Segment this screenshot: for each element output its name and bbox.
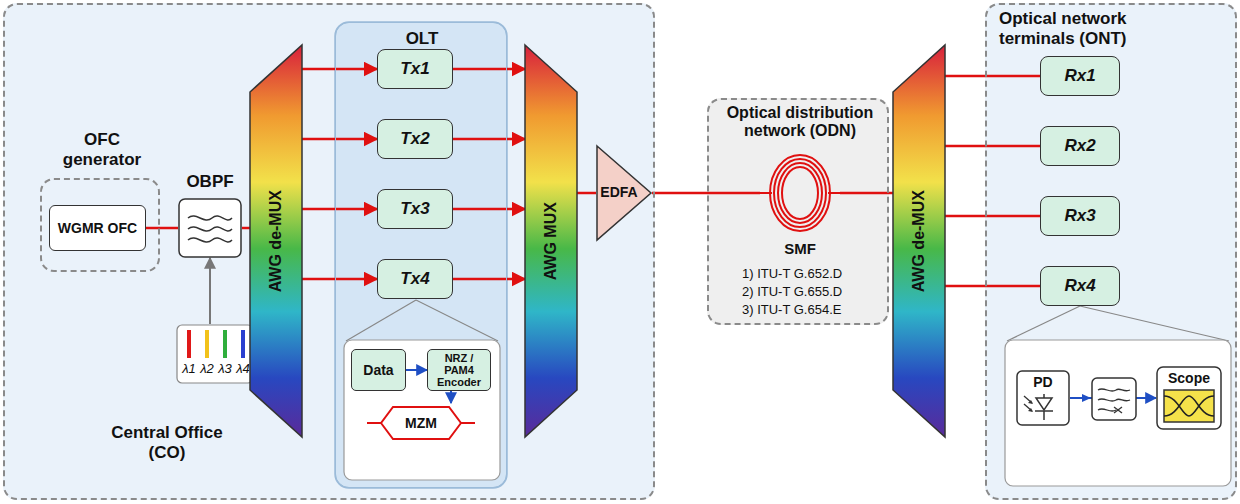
filter-symbol [178,198,242,258]
optical-fiber [453,138,525,141]
optical-fiber [302,68,377,71]
transmitter-box: Tx1 [377,49,453,89]
electrical-connector [406,369,427,371]
node-text: Rx4 [1064,276,1095,296]
node-text: λ1 [180,362,198,377]
lpf-wave [1098,409,1116,411]
node-text: Data [363,362,393,378]
optical-fiber [840,192,893,195]
receiver-box: Rx4 [1040,266,1120,306]
callout-line [1080,306,1229,341]
callout-line [1007,306,1080,341]
data-box: Data [351,349,406,391]
node-text: Rx3 [1064,206,1095,226]
amplifier: EDFA [596,145,652,241]
lpf-wave [1098,389,1130,391]
node-text: Rx2 [1064,136,1095,156]
lpf-stroke [1114,407,1122,413]
node-text: PD [1016,374,1070,390]
optical-fiber [945,75,1040,78]
optical-fiber [242,227,250,230]
transmitter-box: Tx4 [377,259,453,299]
odn-ground [707,98,889,325]
node-text: Tx3 [400,199,429,219]
optical-fiber [652,192,760,195]
receiver-box: Rx1 [1040,56,1120,96]
ofc-generator-group: OFC generatorWGMR OFC [40,178,160,272]
awg-mux: AWG MUX [525,45,577,437]
filter-box: OBPF [178,198,242,258]
lpf-symbol [1092,378,1136,420]
fiber-type-label: 3) ITU-T G.654.E [742,302,841,317]
fiber-type-label: 1) ITU-T G.652.D [742,266,842,281]
node-text: MZM [405,415,437,431]
optical-fiber [453,278,525,281]
laser-source-box: WGMR OFC [49,205,146,251]
awg-demux: AWG de-MUX [893,45,945,437]
node-text: WGMR OFC [58,220,137,236]
wavelength-box: λ1λ2λ3λ4 [176,324,254,384]
fiber-type-label: 2) ITU-T G.655.D [742,284,842,299]
receiver-box: Rx2 [1040,126,1120,166]
node-text: Tx1 [400,59,429,79]
node-text: NRZ / PAM4 Encoder [430,352,488,388]
optical-fiber [209,258,211,324]
node-text: OBPF [170,172,250,192]
fiber-spool: SMF [760,148,840,238]
node-text: Optical distribution network (ODN) [715,104,885,141]
receiver-box: Rx3 [1040,196,1120,236]
optical-fiber [302,278,377,281]
arrow-head [1082,394,1091,402]
olt-ground [335,22,507,488]
central-office-ground [3,3,655,500]
ont-region: Optical network terminals (ONT) Rx1Rx2Rx3… [985,3,1237,500]
node-text: Scope [1156,370,1222,386]
node-text: AWG MUX [542,202,560,280]
optical-fiber [945,145,1040,148]
node-text: SMF [760,240,840,257]
electrical-connector [1070,397,1156,399]
callout-line [346,300,416,341]
node-text: Central Office (CO) [97,423,237,462]
fiber-coil [760,148,840,238]
node-text: AWG de-MUX [267,190,285,292]
optical-fiber [453,208,525,211]
optical-fiber [302,208,377,211]
node-text: AWG de-MUX [910,190,928,292]
central-office-region: Central Office (CO)OFC generatorWGMR OFC… [3,3,655,500]
optical-fiber [302,138,377,141]
modulator: MZM [367,403,475,443]
lpf-wave [1098,399,1130,401]
transmitter-box: Tx3 [377,189,453,229]
optical-fiber [453,68,525,71]
node-text: λ3 [216,362,234,377]
optical-fiber [146,227,178,230]
node-text: Rx1 [1064,66,1095,86]
rx-inset [1005,340,1231,486]
node-text: Optical network terminals (ONT) [999,9,1149,48]
optical-fiber [945,215,1040,218]
node-text: EDFA [598,184,640,200]
optical-fiber [577,192,596,195]
scope-box: Scope [1156,366,1222,430]
lpf-stroke [1114,407,1122,413]
encoder-box: NRZ / PAM4 Encoder [427,349,491,391]
electrical-connector [450,391,452,403]
node-text: OLT [336,29,508,49]
callout-line [416,300,498,341]
tx-inset [344,340,500,480]
node-text: Tx2 [400,129,429,149]
node-text: OFC generator [52,130,152,169]
transmitter-box: Tx2 [377,119,453,159]
photodiode-box: PD [1016,370,1070,426]
node-text: λ2 [198,362,216,377]
node-text: Tx4 [400,269,429,289]
awg-demux: AWG de-MUX [250,45,302,437]
optical-fiber [945,285,1040,288]
ont-ground [985,3,1237,500]
olt-group: OLT Tx1Tx2Tx3Tx4Data NRZ / PAM4 EncoderMZM [335,22,507,488]
